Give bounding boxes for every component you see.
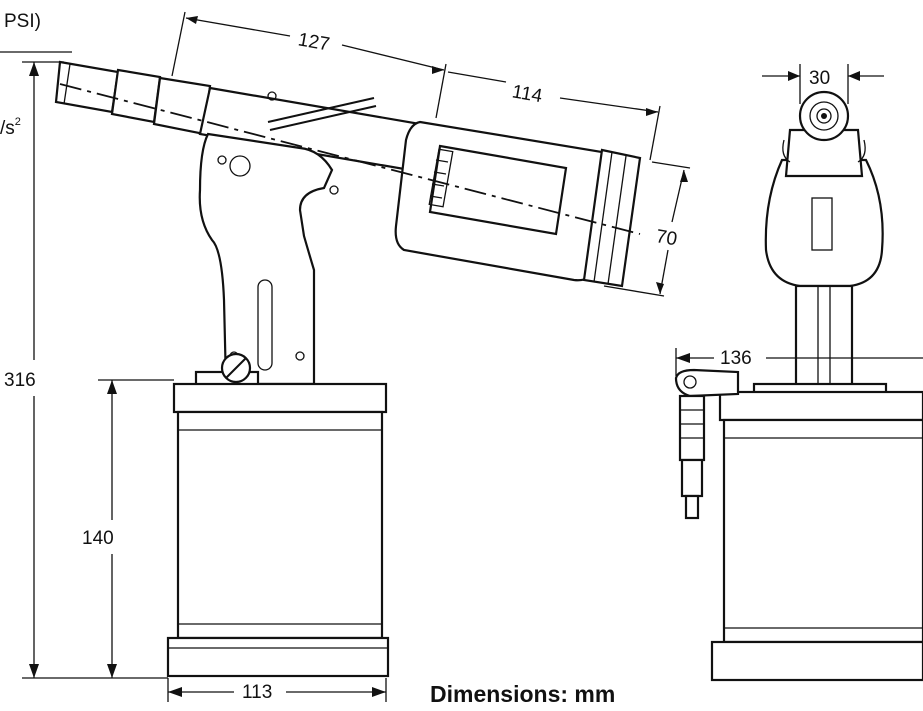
nosepiece: [54, 60, 120, 114]
dim-30: 30: [809, 68, 830, 89]
dimensions-caption: Dimensions: mm: [430, 681, 615, 707]
dim-114: 114: [510, 81, 544, 107]
edge-text-units-sup: 2: [15, 116, 21, 128]
front-dimension-lines: [675, 64, 923, 376]
front-view: [674, 90, 923, 682]
dim-113: 113: [242, 682, 272, 703]
reservoir-top: [172, 382, 388, 414]
front-reservoir-base: [710, 640, 923, 682]
axis-line: [59, 83, 641, 235]
front-cylinder: [764, 158, 884, 288]
front-handle: [794, 284, 854, 388]
dim-127: 127: [296, 29, 331, 55]
handle-slot: [257, 279, 273, 371]
handle-body: [198, 132, 334, 386]
edge-text-units: /s2: [0, 116, 21, 139]
dim-136: 136: [720, 348, 752, 369]
dim-140: 140: [82, 528, 114, 549]
front-reservoir-body: [722, 418, 923, 644]
dim-70: 70: [654, 226, 678, 250]
edge-text-psi: PSI): [4, 11, 41, 32]
trigger-lever: [267, 97, 375, 123]
reservoir-base: [166, 636, 390, 678]
front-reservoir-top: [718, 390, 923, 422]
grip-pattern: [428, 148, 454, 208]
air-coupling: [678, 394, 706, 462]
edge-text-units-main: /s: [0, 118, 15, 139]
air-elbow: [674, 368, 740, 398]
nose-collar: [110, 68, 162, 124]
front-window: [811, 197, 833, 251]
dim-316: 316: [4, 370, 36, 391]
side-view: [54, 60, 642, 678]
cylinder-window: [428, 144, 568, 236]
reservoir-body: [176, 410, 384, 640]
side-dimension-lines: [22, 11, 691, 702]
